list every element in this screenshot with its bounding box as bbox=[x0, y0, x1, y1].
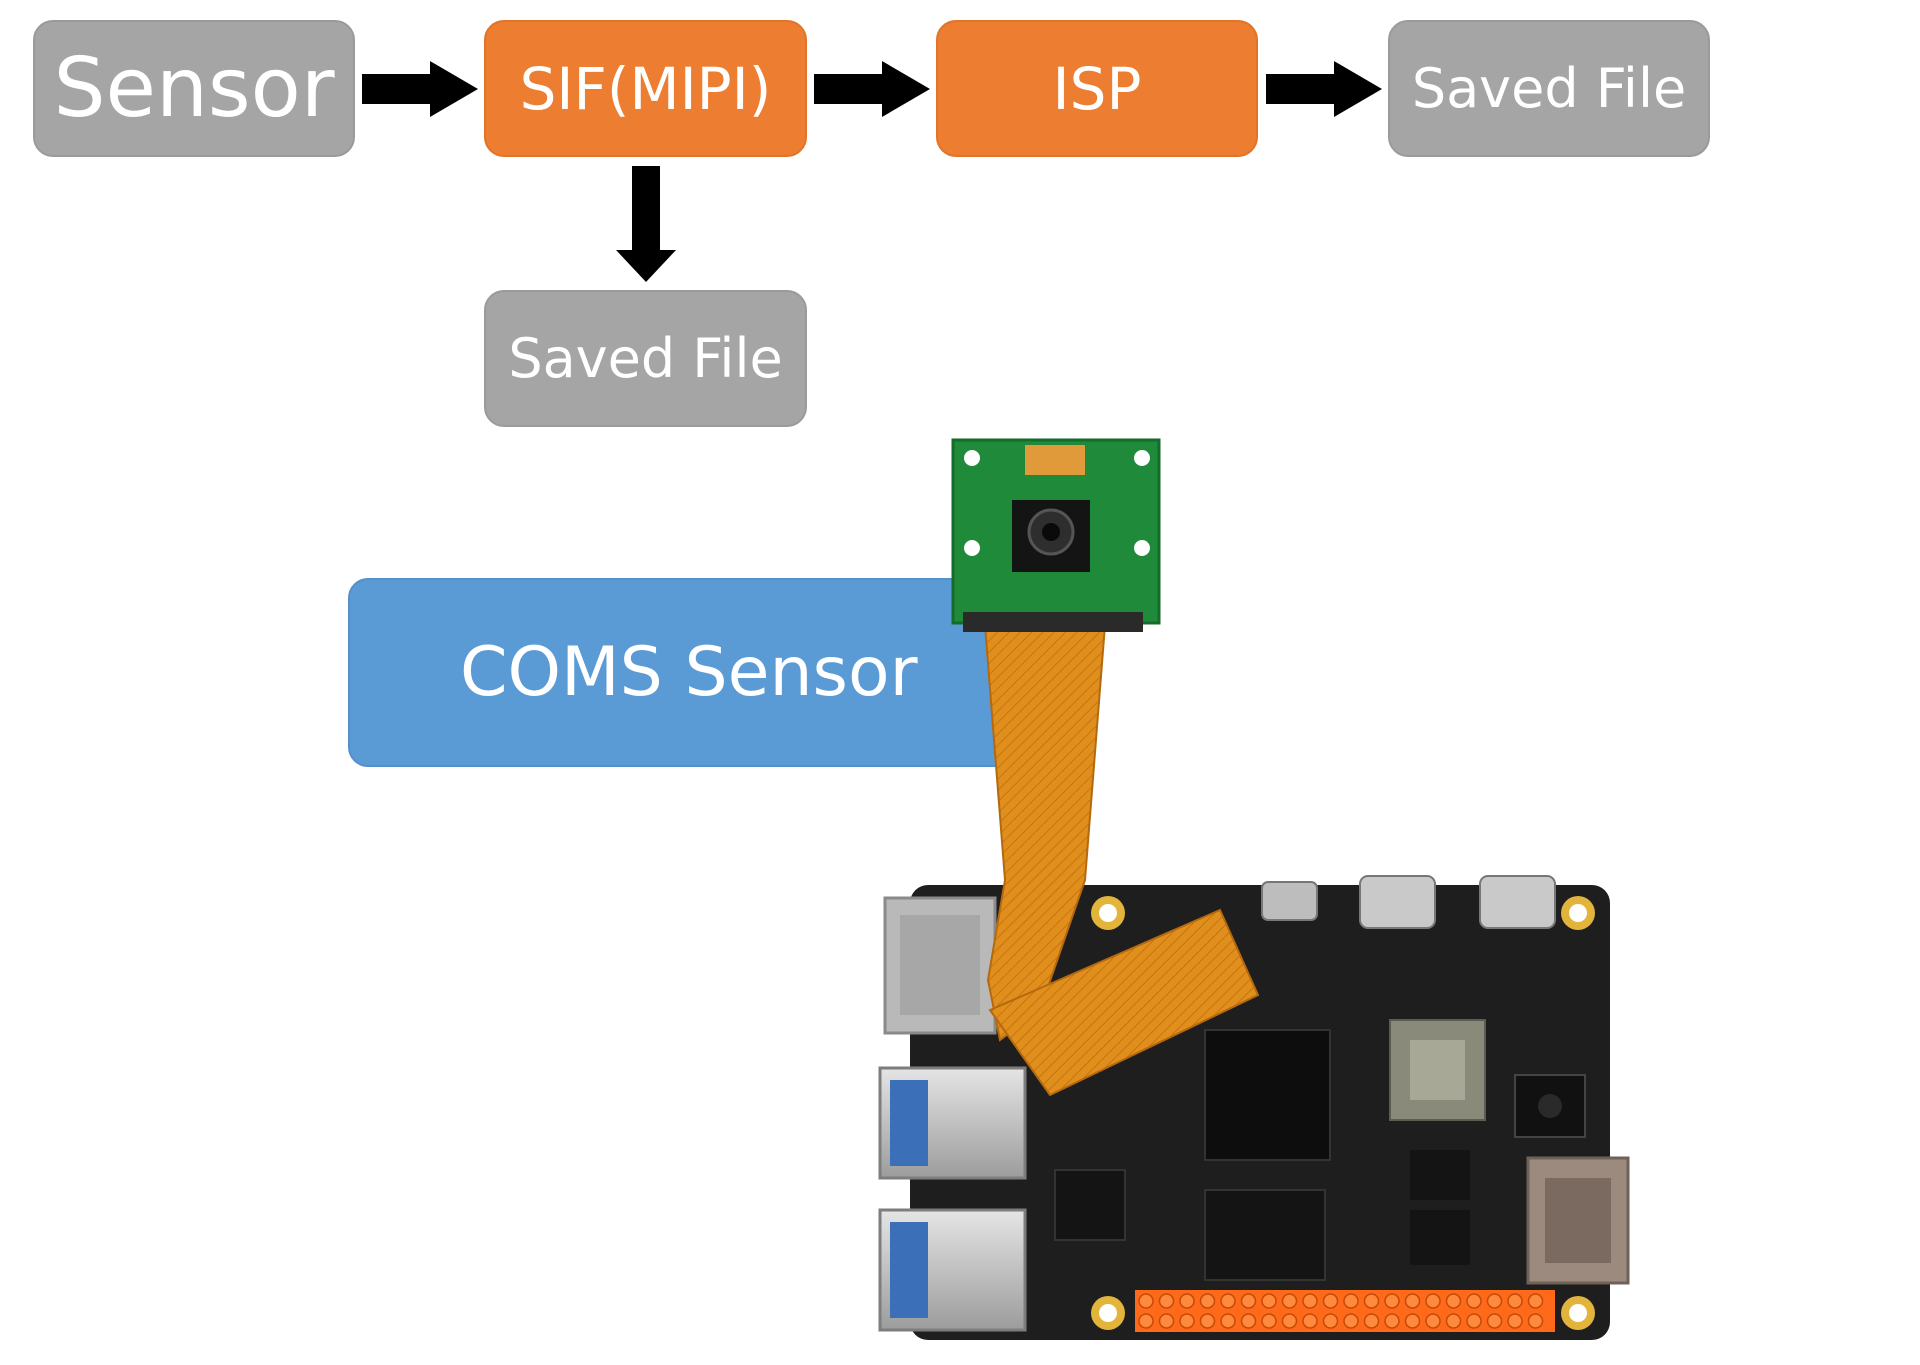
sensor-label: Sensor bbox=[53, 41, 335, 136]
gpio-pin bbox=[1179, 1293, 1195, 1309]
gpio-pin bbox=[1466, 1293, 1482, 1309]
usb-c-port bbox=[1479, 875, 1556, 929]
gpio-pin bbox=[1281, 1293, 1298, 1309]
arrow-sensor-to-sif bbox=[362, 61, 478, 117]
sif-mipi-label: SIF(MIPI) bbox=[519, 54, 772, 123]
gpio-pin bbox=[1445, 1293, 1462, 1309]
gpio-pin bbox=[1445, 1313, 1462, 1329]
gpio-pin bbox=[1486, 1313, 1503, 1329]
gpio-pin bbox=[1466, 1313, 1482, 1329]
sif-mipi-box: SIF(MIPI) bbox=[484, 20, 807, 157]
gpio-pin bbox=[1138, 1313, 1154, 1329]
isp-label: ISP bbox=[1052, 54, 1142, 123]
gpio-pin bbox=[1322, 1313, 1339, 1329]
arrow-sif-to-isp bbox=[814, 61, 930, 117]
flex-ribbon-cable-fold bbox=[988, 908, 1260, 1097]
gpio-header bbox=[1135, 1290, 1555, 1332]
gpio-pin bbox=[1199, 1293, 1216, 1309]
arrow-isp-to-saved-file bbox=[1266, 61, 1382, 117]
gpio-pin bbox=[1138, 1293, 1154, 1309]
gpio-pin bbox=[1404, 1313, 1421, 1329]
gpio-pin bbox=[1425, 1313, 1441, 1329]
gpio-pin bbox=[1363, 1293, 1380, 1309]
gpio-pin bbox=[1302, 1313, 1318, 1329]
gpio-pin bbox=[1486, 1293, 1503, 1309]
gpio-pin bbox=[1507, 1313, 1523, 1329]
gpio-pin bbox=[1384, 1293, 1400, 1309]
gpio-pin bbox=[1281, 1313, 1298, 1329]
usb-c-port bbox=[1359, 875, 1436, 929]
saved-file-below-box: Saved File bbox=[484, 290, 807, 427]
sensor-box: Sensor bbox=[33, 20, 355, 157]
usb-c-port bbox=[1261, 881, 1318, 921]
gpio-pin bbox=[1220, 1313, 1236, 1329]
gpio-pin bbox=[1343, 1313, 1359, 1329]
coms-sensor-label: COMS Sensor bbox=[460, 633, 918, 712]
gpio-pin bbox=[1363, 1313, 1380, 1329]
gpio-pin bbox=[1343, 1293, 1359, 1309]
isp-box: ISP bbox=[936, 20, 1258, 157]
saved-file-right-box: Saved File bbox=[1388, 20, 1710, 157]
rdk-x5-board bbox=[878, 875, 1630, 1340]
saved-file-below-label: Saved File bbox=[508, 327, 783, 390]
gpio-pin bbox=[1179, 1313, 1195, 1329]
gpio-pin bbox=[1240, 1313, 1257, 1329]
memory-chip bbox=[1204, 1189, 1326, 1281]
saved-file-right-label: Saved File bbox=[1411, 57, 1687, 120]
gpio-pin bbox=[1220, 1293, 1236, 1309]
gpio-pin bbox=[1425, 1293, 1441, 1309]
soc-chip bbox=[1204, 1029, 1331, 1161]
usb-port-lower bbox=[878, 1208, 1027, 1332]
gpio-pin bbox=[1527, 1313, 1544, 1329]
coms-sensor-box: COMS Sensor bbox=[348, 578, 1068, 767]
gpio-pin bbox=[1158, 1313, 1175, 1329]
camera-module bbox=[951, 438, 1161, 632]
gpio-pin bbox=[1404, 1293, 1421, 1309]
gpio-pin bbox=[1507, 1293, 1523, 1309]
gpio-pin bbox=[1261, 1293, 1277, 1309]
gpio-pin bbox=[1199, 1313, 1216, 1329]
arrow-sif-to-saved-file bbox=[616, 166, 676, 282]
gpio-pin bbox=[1261, 1313, 1277, 1329]
gpio-pin bbox=[1527, 1293, 1544, 1309]
gpio-pin bbox=[1302, 1293, 1318, 1309]
usb-port-upper bbox=[878, 1066, 1027, 1180]
gpio-pin bbox=[1384, 1313, 1400, 1329]
gpio-pin bbox=[1322, 1293, 1339, 1309]
gpio-pin bbox=[1158, 1293, 1175, 1309]
gpio-pin bbox=[1240, 1293, 1257, 1309]
